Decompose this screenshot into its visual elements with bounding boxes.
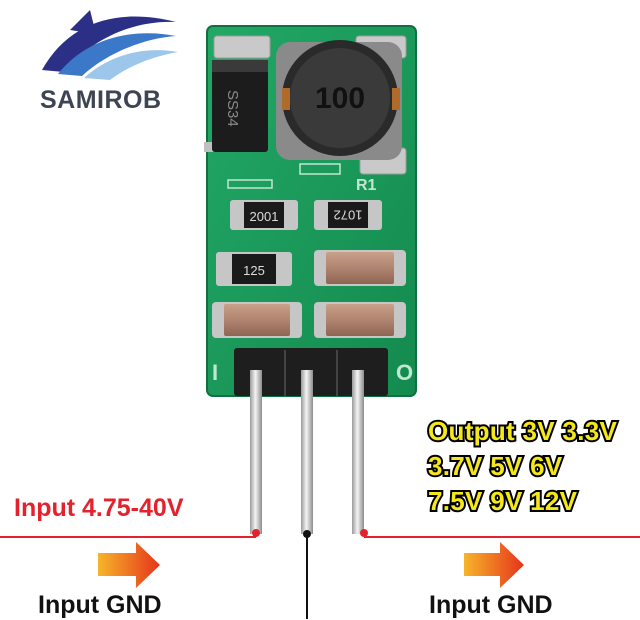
input-voltage-label: Input 4.75-40V — [14, 494, 184, 522]
inductor-100: 100 — [276, 40, 402, 160]
output-voltage-label: Output 3V 3.3V — [426, 414, 619, 448]
svg-text:I: I — [212, 360, 218, 385]
pin-header — [234, 348, 388, 534]
output-voltage-label: 3.7V 5V 6V — [426, 449, 564, 483]
gnd-label-right: Input GND — [429, 591, 553, 619]
brand-logo — [42, 10, 178, 80]
output-voltage-label: 7.5V 9V 12V — [426, 484, 579, 518]
svg-text:100: 100 — [315, 82, 365, 115]
capacitor — [314, 302, 406, 338]
arrow-right-icon — [464, 542, 524, 588]
gnd-label-left: Input GND — [38, 591, 162, 619]
arrow-right-icon — [98, 542, 160, 588]
wiring — [0, 529, 640, 619]
svg-text:R1: R1 — [356, 177, 377, 194]
diode-ss34: SS34 — [204, 60, 268, 152]
svg-text:O: O — [396, 360, 413, 385]
resistor-2001: 2001 — [230, 200, 298, 230]
brand-name: SAMIROB — [40, 86, 162, 114]
svg-text:SS34: SS34 — [224, 90, 241, 127]
svg-text:1072: 1072 — [334, 208, 363, 223]
capacitor — [314, 250, 406, 286]
svg-text:2001: 2001 — [250, 209, 279, 224]
resistor-125: 125 — [216, 252, 292, 286]
capacitor — [212, 302, 302, 338]
svg-text:125: 125 — [243, 263, 265, 278]
resistor-1072: 1072 — [314, 200, 382, 230]
